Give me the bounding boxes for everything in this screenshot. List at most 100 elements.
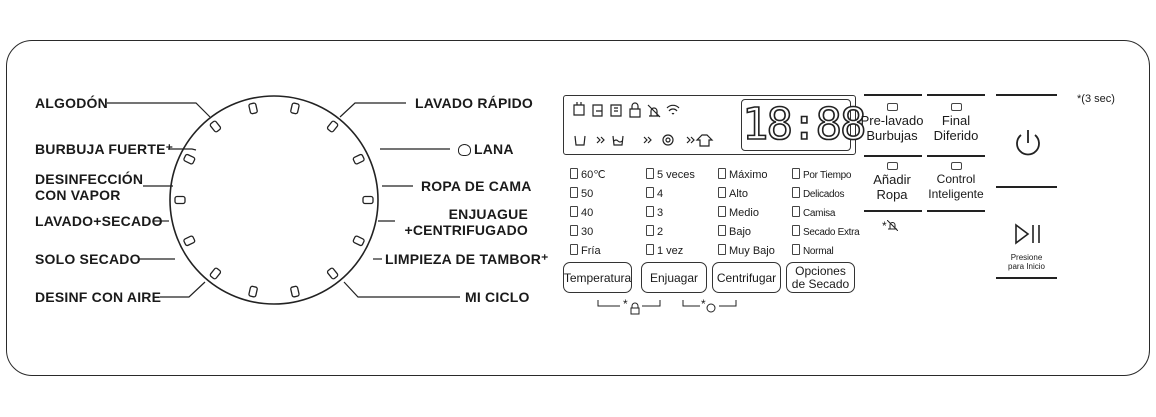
divider (996, 277, 1057, 279)
program-ropa-cama: ROPA DE CAMA (421, 178, 532, 194)
option-60: 60℃ (570, 166, 606, 185)
dial-position-mark (362, 195, 374, 205)
start-pause-button[interactable] (1014, 222, 1044, 246)
divider (996, 94, 1057, 96)
option-30: 30 (570, 223, 606, 242)
dial-position-mark (352, 153, 365, 165)
rinse-button[interactable]: Enjuagar (641, 262, 707, 293)
program-desinf-aire: DESINF CON AIRE (35, 289, 162, 305)
spin-button[interactable]: Centrifugar (712, 262, 781, 293)
leader-burbuja (168, 148, 197, 151)
arrow-icon (686, 136, 695, 144)
power-icon (1016, 130, 1040, 156)
program-desinfeccion: DESINFECCIÓN (35, 171, 144, 187)
play-pause-icon (1015, 223, 1040, 245)
control-panel (6, 40, 1150, 376)
dial-position-mark (209, 120, 222, 133)
wifi-icon (666, 104, 680, 115)
dial-position-mark (183, 153, 196, 165)
lock-icon (630, 302, 640, 315)
arrow-icon (596, 136, 605, 144)
smart-control-icon (706, 303, 716, 313)
option-3: 3 (646, 204, 695, 223)
rinse-stage-icon (612, 135, 624, 146)
dial-position-mark (248, 102, 258, 115)
option-2: 2 (646, 223, 695, 242)
leader-lavado-rapido (339, 102, 406, 118)
option-4: 4 (646, 185, 695, 204)
divider (996, 186, 1057, 188)
power-button[interactable] (1012, 126, 1044, 160)
option-muy-bajo: Muy Bajo (718, 242, 775, 261)
option-50: 50 (570, 185, 606, 204)
program-solo-secado: SOLO SECADO (35, 251, 141, 267)
dial-position-mark (183, 235, 196, 247)
divider (927, 94, 985, 96)
option-medio: Medio (718, 204, 775, 223)
program-con-vapor: CON VAPOR (35, 187, 121, 203)
power-hint: *(3 sec) (1077, 93, 1115, 105)
smart-hint: * (701, 297, 706, 311)
divider (927, 155, 985, 157)
program-lavado-rapido: LAVADO RÁPIDO (415, 95, 533, 111)
dry-stage-icon (695, 134, 714, 147)
program-mi-ciclo: MI CICLO (465, 289, 530, 305)
dial-position-mark (326, 120, 339, 133)
arrow-icon (643, 136, 652, 144)
dial-position-mark (290, 102, 300, 115)
dry-options: Por Tiempo Delicados Camisa Secado Extra… (792, 166, 860, 261)
option-5-veces: 5 veces (646, 166, 695, 185)
dial-position-mark (209, 267, 222, 280)
option-secado-extra: Secado Extra (792, 223, 860, 242)
divider (864, 155, 922, 157)
divider (864, 94, 922, 96)
temperature-button[interactable]: Temperatura (563, 262, 632, 293)
option-alto: Alto (718, 185, 775, 204)
program-dial[interactable] (169, 95, 379, 305)
option-camisa: Camisa (792, 204, 859, 223)
program-algodon: ALGODÓN (35, 95, 108, 111)
temperature-options: 60℃ 50 40 30 Fría (570, 166, 606, 261)
mute-icon (647, 104, 661, 118)
option-maximo: Máximo (718, 166, 775, 185)
rinse-options: 5 veces 4 3 2 1 vez (646, 166, 695, 261)
lock-icon (629, 102, 641, 118)
option-delicados: Delicados (792, 185, 859, 204)
mute-icon (886, 219, 899, 232)
dial-position-mark (326, 267, 339, 280)
spin-options: Máximo Alto Medio Bajo Muy Bajo (718, 166, 775, 261)
leader-algodon (107, 102, 211, 118)
wool-icon (458, 144, 471, 156)
program-enjuague: ENJUAGUE (448, 206, 528, 222)
mute-hint: * (882, 219, 899, 233)
option-normal: Normal (792, 242, 859, 261)
program-burbuja-fuerte: BURBUJA FUERTE⁺ (35, 141, 174, 157)
program-lana: LANA (458, 141, 514, 157)
dial-position-mark (248, 285, 258, 298)
dial-position-mark (290, 285, 300, 298)
program-limpieza-tambor: LIMPIEZA DE TAMBOR⁺ (385, 251, 549, 267)
option-bajo: Bajo (718, 223, 775, 242)
program-centrifugado: +CENTRIFUGADO (404, 222, 528, 238)
dial-position-mark (352, 235, 365, 247)
steam-icon (592, 104, 603, 117)
bubble-icon (610, 104, 622, 117)
spin-stage-icon (662, 134, 674, 146)
time-display: 18:88 (741, 99, 867, 151)
option-fria: Fría (570, 242, 606, 261)
dial-position-mark (174, 195, 186, 205)
prewash-icon (573, 102, 585, 116)
lock-hint: * (623, 297, 628, 311)
leader-desinf-aire (160, 281, 206, 298)
wash-stage-icon (574, 135, 586, 146)
option-por-tiempo: Por Tiempo (792, 166, 859, 185)
status-display (563, 95, 856, 155)
